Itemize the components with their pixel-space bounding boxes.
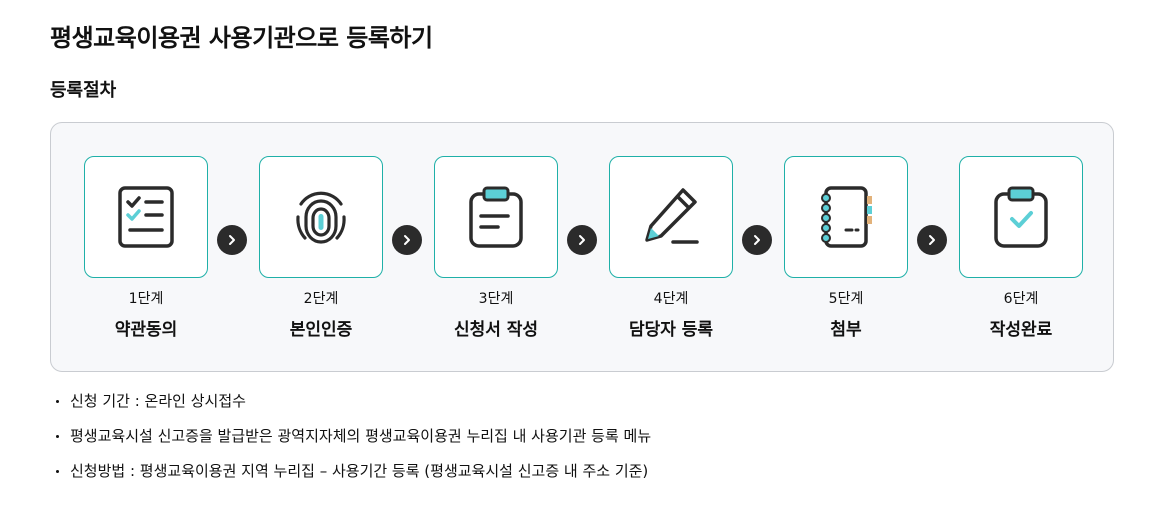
step-4-name: 담당자 등록 xyxy=(628,320,714,340)
step-4: 4단계 담당자 등록 xyxy=(609,156,733,340)
step-5-number: 5단계 xyxy=(828,291,864,307)
next-arrow-icon xyxy=(917,225,947,255)
notebook-icon xyxy=(821,186,872,248)
step-3-number: 3단계 xyxy=(478,291,514,307)
clipboard-form-icon xyxy=(469,186,523,248)
step-6-box xyxy=(959,156,1083,278)
step-3-box xyxy=(434,156,558,278)
step-2-number: 2단계 xyxy=(303,291,339,307)
step-6-name: 작성완료 xyxy=(989,320,1053,340)
section-title: 등록절차 xyxy=(50,80,117,101)
next-arrow-icon xyxy=(742,225,772,255)
note-item: 신청 기간 : 온라인 상시접수 xyxy=(56,392,651,410)
next-arrow-icon xyxy=(217,225,247,255)
step-4-box xyxy=(609,156,733,278)
next-arrow-icon xyxy=(392,225,422,255)
notes-list: 신청 기간 : 온라인 상시접수 평생교육시설 신고증을 발급받은 광역지자체의… xyxy=(56,392,651,497)
note-item: 신청방법 : 평생교육이용권 지역 누리집 – 사용기간 등록 (평생교육시설 … xyxy=(56,462,651,480)
step-1-box xyxy=(84,156,208,278)
note-item: 평생교육시설 신고증을 발급받은 광역지자체의 평생교육이용권 누리집 내 사용… xyxy=(56,427,651,445)
page-title: 평생교육이용권 사용기관으로 등록하기 xyxy=(50,24,433,52)
step-2: 2단계 본인인증 xyxy=(259,156,383,340)
step-1: 1단계 약관동의 xyxy=(84,156,208,340)
step-5-name: 첨부 xyxy=(830,320,862,340)
checklist-icon xyxy=(118,186,174,248)
step-2-box xyxy=(259,156,383,278)
steps-panel: 1단계 약관동의 2단계 본인인증 xyxy=(50,122,1114,372)
step-5: 5단계 첨부 xyxy=(784,156,908,340)
pencil-icon xyxy=(645,188,699,244)
step-1-number: 1단계 xyxy=(128,291,164,307)
fingerprint-icon xyxy=(296,191,346,244)
step-3: 3단계 신청서 작성 xyxy=(434,156,558,340)
step-2-name: 본인인증 xyxy=(289,320,353,340)
step-6: 6단계 작성완료 xyxy=(959,156,1083,340)
step-5-box xyxy=(784,156,908,278)
step-1-name: 약관동의 xyxy=(114,320,178,340)
clipboard-check-icon xyxy=(994,186,1048,248)
step-4-number: 4단계 xyxy=(653,291,689,307)
step-3-name: 신청서 작성 xyxy=(453,320,539,340)
next-arrow-icon xyxy=(567,225,597,255)
step-6-number: 6단계 xyxy=(1003,291,1039,307)
